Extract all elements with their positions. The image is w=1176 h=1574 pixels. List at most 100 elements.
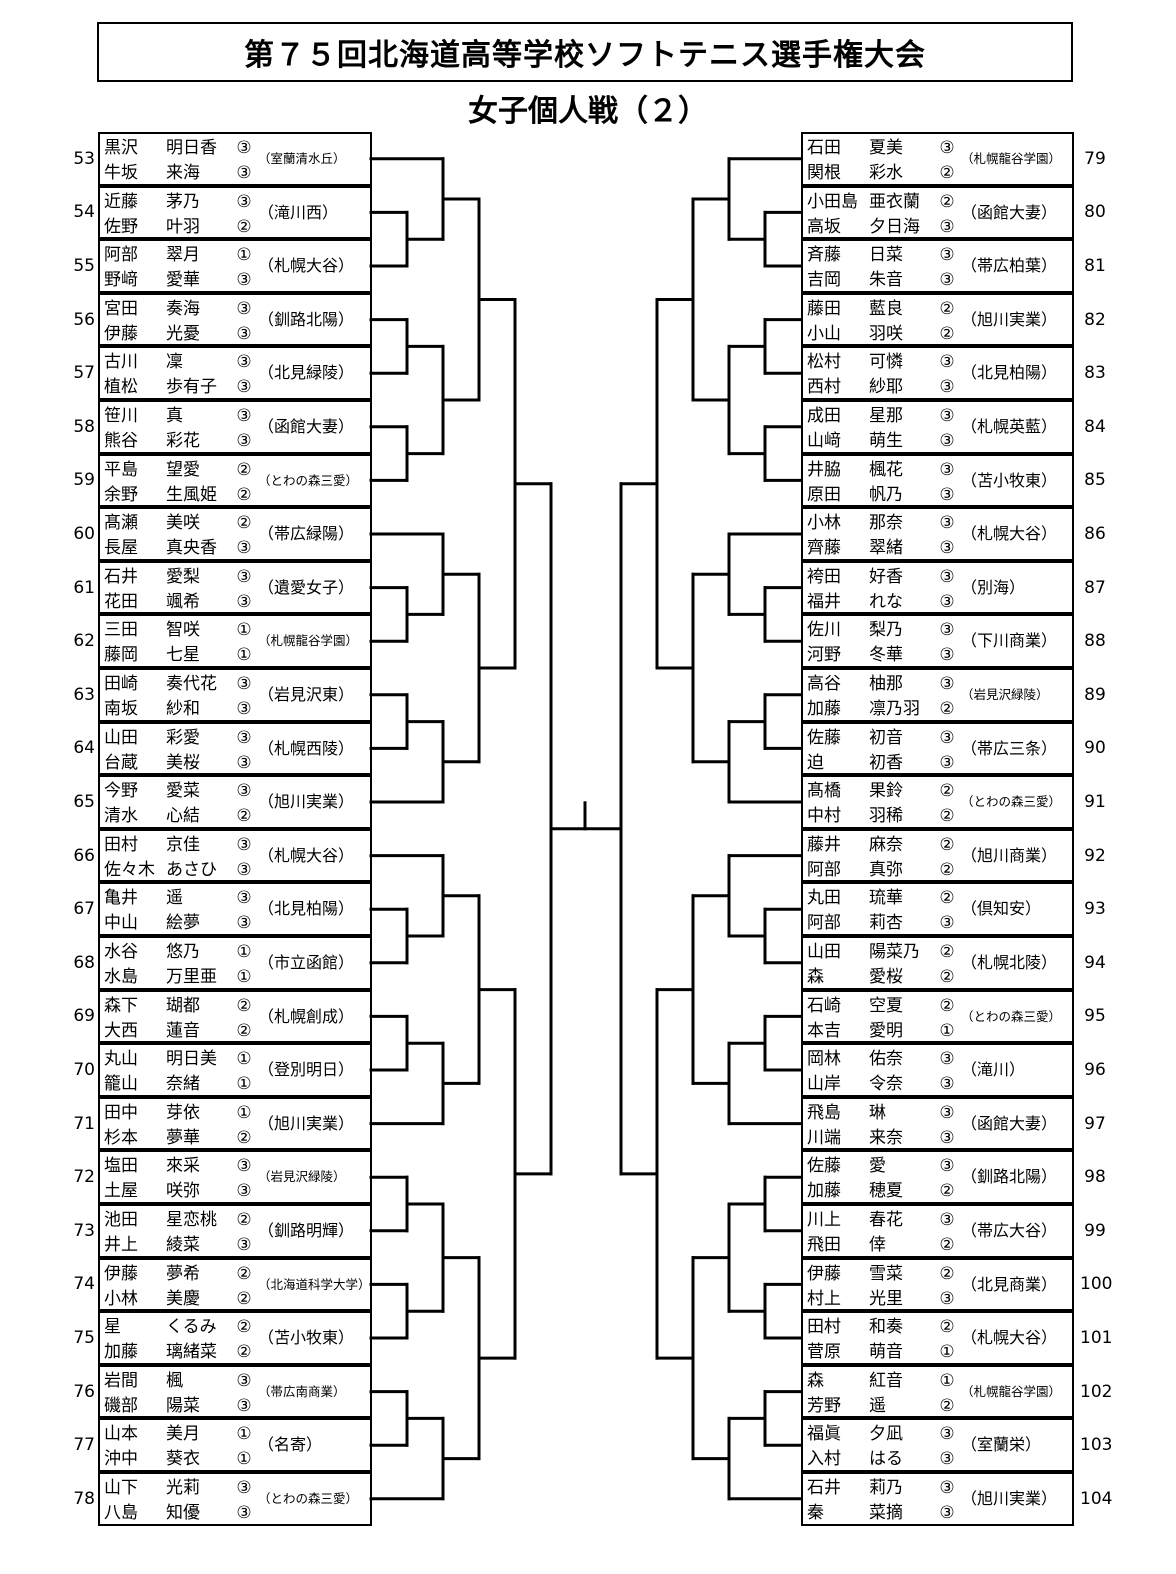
player-surname: 岡林 bbox=[807, 1049, 841, 1070]
player-surname: 花田 bbox=[104, 591, 138, 612]
player-surname: 小林 bbox=[807, 513, 841, 534]
player-given-name: 初音 bbox=[869, 727, 903, 748]
player-grade: ③ bbox=[939, 538, 955, 559]
player-grade: ② bbox=[236, 459, 252, 480]
player-grade: ③ bbox=[236, 352, 252, 373]
player-given-name: 遥 bbox=[869, 1395, 886, 1416]
draw-number: 84 bbox=[1084, 416, 1106, 437]
draw-number: 87 bbox=[1084, 577, 1106, 598]
player-grade: ③ bbox=[236, 538, 252, 559]
player-given-name: 蓮音 bbox=[166, 1020, 200, 1041]
player-grade: ② bbox=[236, 1127, 252, 1148]
player-given-name: 冬華 bbox=[869, 645, 903, 666]
player-grade: ③ bbox=[939, 674, 955, 694]
player-grade: ② bbox=[939, 298, 955, 319]
player-surname: 阿部 bbox=[807, 913, 841, 934]
player-grade: ③ bbox=[939, 270, 955, 291]
school-name: （北海道科学大学） bbox=[258, 1276, 371, 1292]
player-given-name: 美月 bbox=[166, 1424, 200, 1445]
player-grade: ③ bbox=[236, 859, 252, 880]
player-surname: 水谷 bbox=[104, 942, 138, 962]
player-grade: ③ bbox=[939, 620, 955, 641]
school-name: （旭川実業） bbox=[961, 1489, 1058, 1508]
player-given-name: 星那 bbox=[869, 406, 903, 426]
player-given-name: 夕凪 bbox=[869, 1424, 903, 1445]
player-surname: 阿部 bbox=[807, 859, 841, 880]
player-grade: ③ bbox=[236, 1181, 252, 1202]
player-surname: 三田 bbox=[104, 620, 138, 641]
player-surname: 田村 bbox=[104, 834, 138, 855]
draw-number: 95 bbox=[1084, 1006, 1106, 1027]
school-name: （とわの森三愛） bbox=[961, 1008, 1062, 1024]
player-grade: ② bbox=[939, 888, 955, 909]
draw-number: 59 bbox=[73, 470, 95, 491]
player-given-name: 令奈 bbox=[869, 1074, 903, 1095]
player-given-name: 光里 bbox=[869, 1288, 903, 1309]
player-surname: 清水 bbox=[104, 806, 138, 827]
player-surname: 斉藤 bbox=[807, 245, 841, 266]
player-grade: ③ bbox=[939, 377, 955, 398]
player-grade: ③ bbox=[939, 913, 955, 934]
player-surname: 山岸 bbox=[807, 1074, 841, 1095]
player-grade: ③ bbox=[236, 1235, 252, 1255]
draw-number: 56 bbox=[73, 309, 95, 330]
player-grade: ① bbox=[236, 1049, 252, 1070]
player-given-name: 愛華 bbox=[166, 270, 200, 291]
draw-number: 78 bbox=[73, 1488, 95, 1509]
school-name: （帯広緑陽） bbox=[258, 524, 355, 544]
player-grade: ③ bbox=[236, 298, 252, 319]
player-given-name: 莉乃 bbox=[869, 1478, 903, 1498]
player-surname: 台蔵 bbox=[104, 752, 138, 773]
player-given-name: れな bbox=[869, 591, 903, 612]
player-given-name: 明日美 bbox=[166, 1049, 217, 1070]
player-grade: ③ bbox=[236, 1478, 252, 1498]
player-surname: 加藤 bbox=[104, 1342, 138, 1363]
draw-number: 61 bbox=[73, 577, 95, 598]
player-surname: 吉岡 bbox=[807, 270, 841, 291]
player-surname: 長屋 bbox=[104, 538, 138, 559]
title-box: 第７５回北海道高等学校ソフトテニス選手権大会 bbox=[97, 22, 1073, 82]
player-grade: ③ bbox=[236, 752, 252, 773]
player-surname: 村上 bbox=[807, 1288, 841, 1309]
player-grade: ③ bbox=[939, 727, 955, 748]
player-given-name: 来奈 bbox=[869, 1127, 903, 1148]
player-surname: 植松 bbox=[104, 377, 138, 398]
player-grade: ③ bbox=[939, 513, 955, 534]
player-surname: 星 bbox=[104, 1317, 121, 1338]
player-surname: 塩田 bbox=[104, 1156, 138, 1177]
player-given-name: 光憂 bbox=[166, 323, 200, 344]
draw-number: 88 bbox=[1084, 631, 1106, 652]
player-surname: 石井 bbox=[104, 566, 138, 587]
school-name: （登別明日） bbox=[258, 1060, 355, 1080]
player-grade: ③ bbox=[939, 1102, 955, 1123]
player-given-name: 知優 bbox=[166, 1503, 200, 1523]
player-grade: ③ bbox=[236, 913, 252, 934]
player-grade: ③ bbox=[939, 1127, 955, 1148]
player-surname: 伊藤 bbox=[807, 1263, 841, 1284]
player-grade: ② bbox=[236, 1342, 252, 1363]
draw-number: 54 bbox=[73, 202, 95, 223]
player-grade: ③ bbox=[939, 1449, 955, 1470]
player-grade: ③ bbox=[939, 566, 955, 587]
player-given-name: 璃緒菜 bbox=[166, 1342, 217, 1363]
player-grade: ③ bbox=[939, 645, 955, 666]
draw-number: 71 bbox=[73, 1113, 95, 1134]
player-grade: ② bbox=[939, 1263, 955, 1284]
draw-number: 85 bbox=[1084, 470, 1106, 491]
player-given-name: 瑚都 bbox=[166, 995, 200, 1016]
player-given-name: 翠月 bbox=[166, 245, 200, 266]
player-given-name: 咲弥 bbox=[166, 1181, 200, 1202]
school-name: （札幌北陵） bbox=[961, 953, 1058, 972]
player-given-name: 歩有子 bbox=[166, 377, 217, 398]
player-grade: ③ bbox=[236, 834, 252, 855]
player-given-name: 空夏 bbox=[869, 995, 903, 1016]
player-given-name: 琉華 bbox=[869, 888, 903, 909]
